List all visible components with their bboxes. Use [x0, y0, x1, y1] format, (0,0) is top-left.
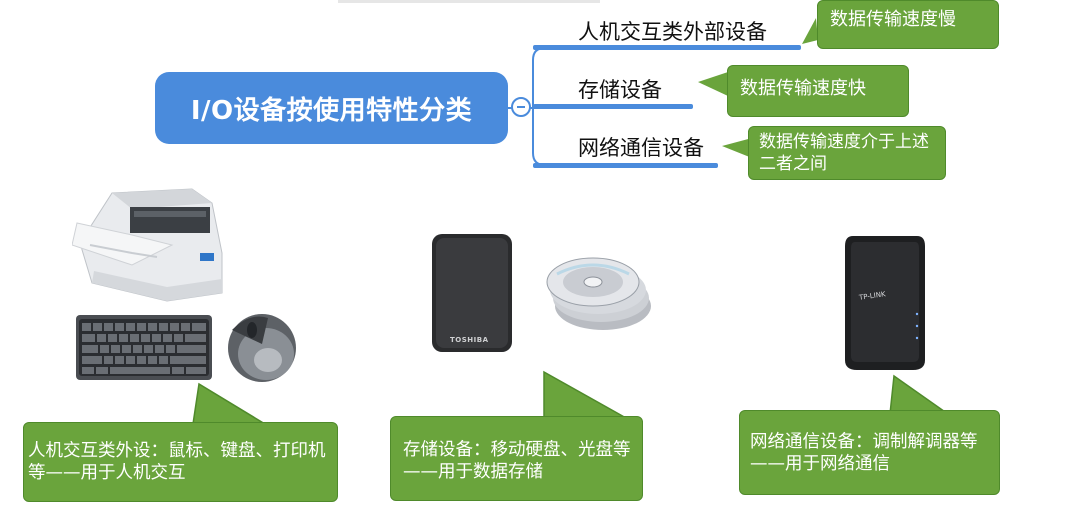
optical-discs-image — [543, 252, 653, 334]
root-label: I/O设备按使用特性分类 — [191, 90, 472, 127]
caption-pointer-storage — [530, 368, 650, 420]
printer-image — [72, 183, 235, 303]
note-speed-mid: 数据传输速度介于上述二者之间 — [748, 126, 946, 180]
hard-drive-image: TOSHIBA — [430, 232, 514, 354]
branch-label-human-interaction[interactable]: 人机交互类外部设备 — [578, 16, 767, 46]
modem-image: TP-LINK — [843, 232, 927, 374]
branch-underline-storage — [533, 104, 693, 109]
caption-human-interaction: 人机交互类外设：鼠标、键盘、打印机等——用于人机交互 — [23, 422, 338, 502]
caption-network: 网络通信设备：调制解调器等——用于网络通信 — [739, 410, 1000, 495]
keyboard-image — [75, 314, 213, 381]
collapse-toggle-icon[interactable] — [511, 97, 531, 117]
root-node[interactable]: I/O设备按使用特性分类 — [155, 72, 508, 144]
branch-label-network[interactable]: 网络通信设备 — [578, 132, 704, 162]
mouse-image — [222, 308, 302, 386]
caption-pointer-human — [185, 378, 305, 428]
connector-branch-1 — [533, 48, 575, 108]
branch-underline-network — [533, 163, 718, 168]
connector-branch-3 — [533, 108, 575, 165]
note-speed-fast: 数据传输速度快 — [727, 65, 909, 117]
caption-storage: 存储设备：移动硬盘、光盘等——用于数据存储 — [390, 416, 643, 501]
branch-underline-human-interaction — [533, 45, 801, 50]
branch-label-storage[interactable]: 存储设备 — [578, 74, 662, 104]
hard-drive-brand: TOSHIBA — [450, 336, 488, 344]
note-speed-slow: 数据传输速度慢 — [817, 0, 999, 49]
